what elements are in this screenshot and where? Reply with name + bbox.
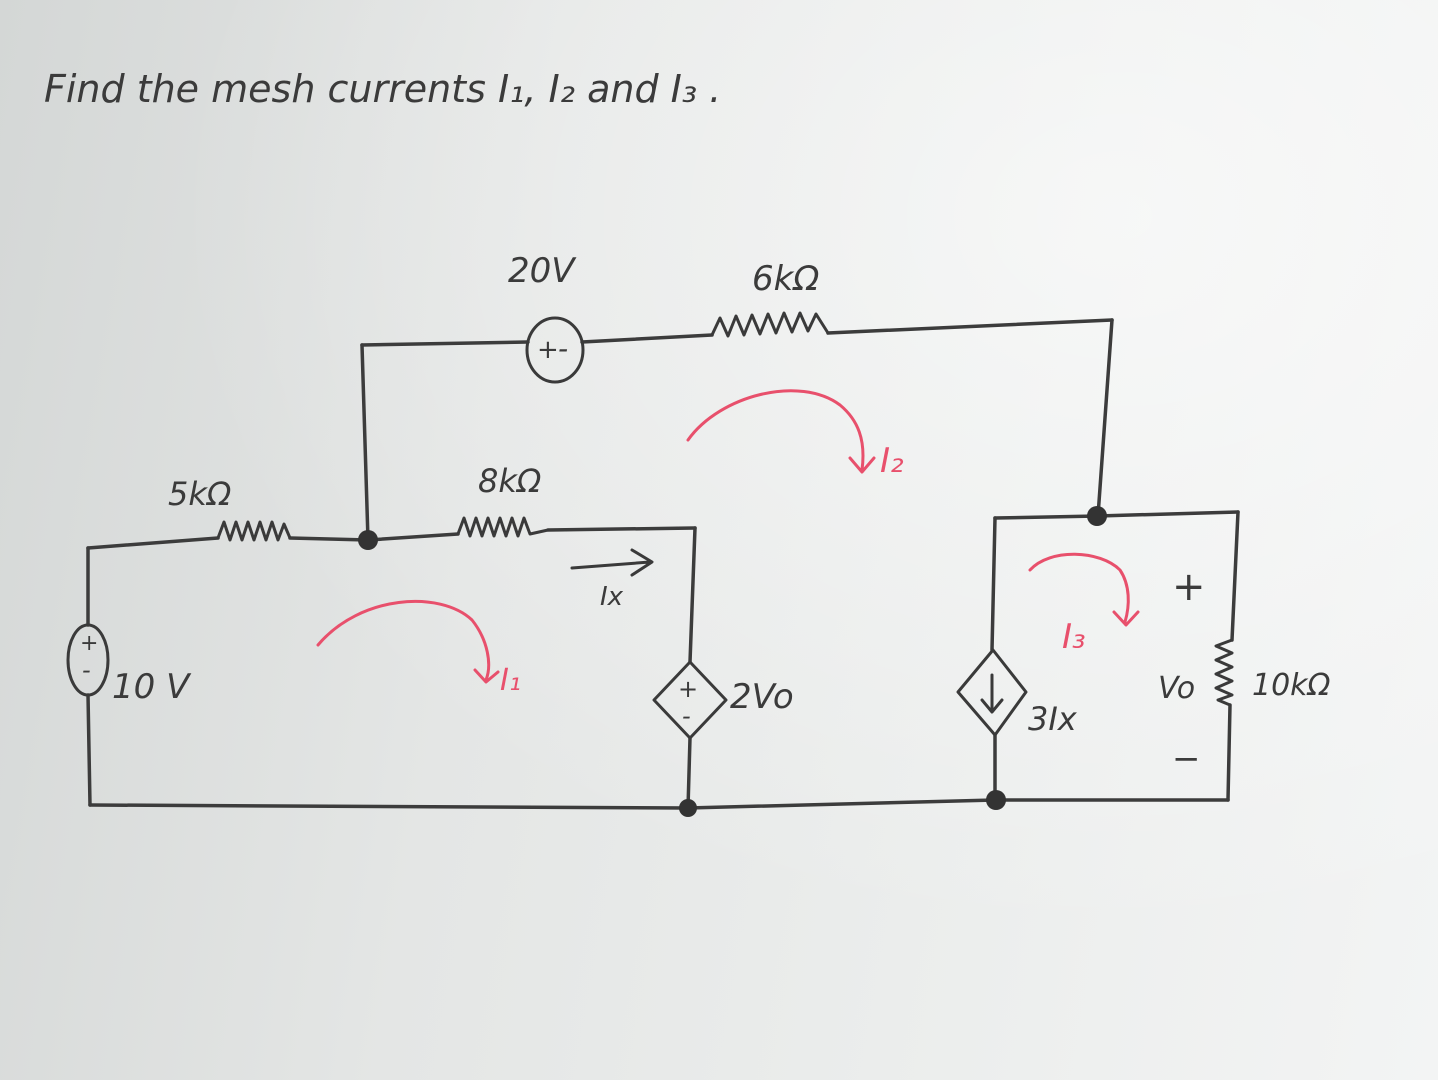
dependent-voltage-source-2vo: + - 2Vo: [652, 660, 794, 740]
resistor-6k: 6kΩ: [710, 259, 830, 338]
wire-node-to-8k: [366, 532, 460, 542]
wire-5k-to-node: [288, 536, 370, 542]
wire-right-down: [1096, 318, 1114, 518]
resistor-5k-zigzag: [216, 520, 292, 542]
output-voltage-vo: + Vo −: [1158, 564, 1206, 779]
diamond-2vo: [652, 660, 728, 740]
wire-8k-to-right: [546, 526, 697, 532]
source-10v-minus: -: [82, 656, 91, 684]
ix-arrow: [570, 548, 654, 577]
current-ix-indicator: Ix: [570, 548, 654, 612]
wire-6k-to-right: [826, 318, 1114, 335]
wire-20v-to-6k: [580, 333, 714, 344]
node-bottom-middle: [679, 799, 697, 817]
label-10k: 10kΩ: [1252, 668, 1331, 703]
resistor-10k: 10kΩ: [1214, 638, 1331, 707]
dependent-current-source-3ix: 3Ix: [956, 648, 1078, 738]
wire-2vo-to-bottom: [686, 736, 692, 810]
wire-down-to-2vo: [688, 526, 697, 664]
label-10v: 10 V: [112, 667, 192, 707]
mesh-i2-arrow: [686, 389, 876, 474]
resistor-5k: 5kΩ: [168, 475, 292, 542]
mesh-i2-label: I₂: [880, 441, 904, 481]
vo-plus: +: [1172, 564, 1206, 610]
mesh-i1-arrow: [316, 600, 500, 684]
label-8k: 8kΩ: [478, 462, 542, 500]
label-20v: 20V: [508, 251, 577, 291]
wire-left-vertical-bottom: [86, 693, 92, 807]
dep-source-plus: +: [678, 675, 698, 703]
source-20v-circle: [525, 316, 585, 384]
mesh-i1: I₁: [316, 600, 521, 698]
problem-statement: Find the mesh currents I₁, I₂ and I₃ .: [44, 67, 721, 111]
node-right-bottom: [986, 790, 1006, 810]
label-6k: 6kΩ: [752, 259, 819, 299]
down-arrow-icon: [980, 673, 1004, 714]
label-2vo: 2Vo: [730, 677, 794, 717]
dep-source-minus: -: [682, 702, 691, 730]
wire-top-left: [360, 340, 530, 347]
resistor-8k-zigzag: [456, 516, 550, 538]
wire-10k-bottom: [1226, 703, 1232, 802]
wire-10k-top: [1230, 510, 1240, 642]
source-20v-polarity-minus: -: [558, 332, 568, 365]
mesh-i3-arrow: [1028, 552, 1140, 627]
mesh-i3-label: I₃: [1062, 617, 1086, 657]
resistor-6k-zigzag: [710, 311, 830, 338]
source-10v-circle: [66, 623, 110, 697]
source-10v-plus: +: [80, 631, 98, 656]
wire-bottom: [88, 798, 1230, 810]
wire-node-up: [360, 343, 370, 542]
wire-right-top: [993, 510, 1240, 520]
label-ix: Ix: [600, 582, 624, 612]
vo-label: Vo: [1158, 671, 1195, 706]
wire-3ix-left-top: [990, 516, 997, 652]
resistor-8k: 8kΩ: [456, 462, 550, 538]
node-center-left: [358, 530, 378, 550]
diamond-3ix: [956, 648, 1028, 737]
mesh-i3: I₃: [1028, 552, 1140, 657]
mesh-i1-label: I₁: [500, 663, 521, 698]
voltage-source-10v: + - 10 V: [66, 623, 192, 707]
wire-left-top-to-5k: [86, 536, 220, 550]
label-3ix: 3Ix: [1028, 700, 1078, 738]
resistor-10k-zigzag: [1214, 638, 1234, 707]
mesh-i2: I₂: [686, 389, 904, 481]
label-5k: 5kΩ: [168, 475, 232, 513]
voltage-source-20v: + - 20V: [508, 251, 585, 384]
node-right-top: [1087, 506, 1107, 526]
source-20v-polarity-plus: +: [537, 335, 559, 365]
vo-minus: −: [1172, 739, 1201, 779]
